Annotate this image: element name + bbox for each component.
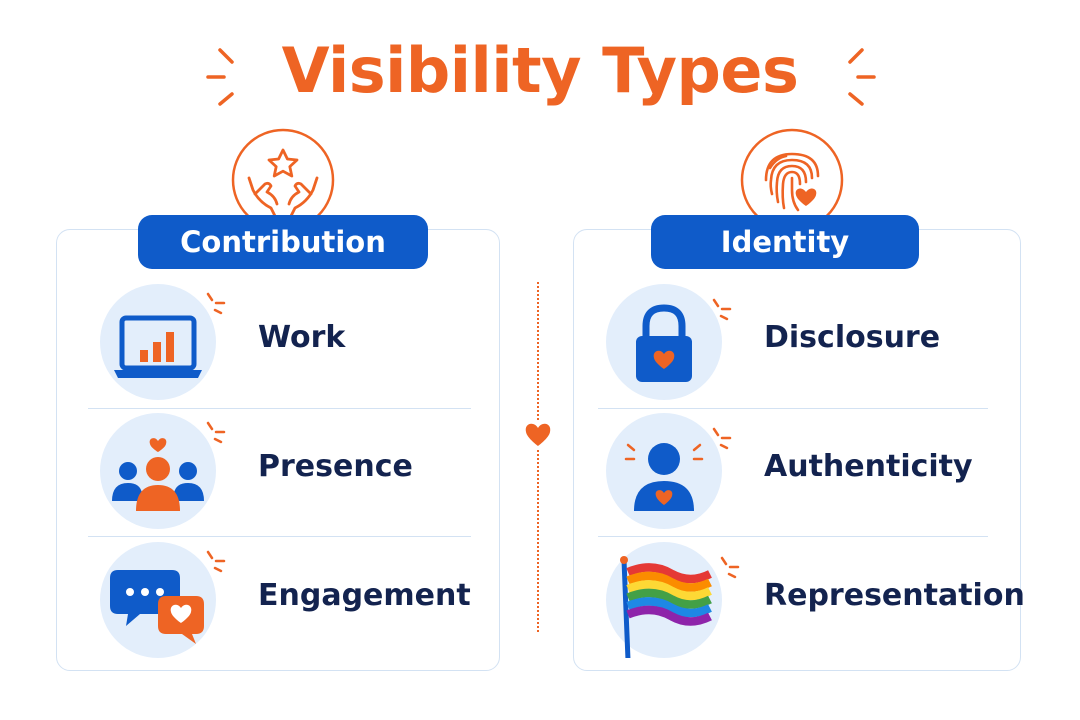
item-label: Representation (764, 578, 1025, 613)
fingerprint-heart-icon (740, 128, 844, 232)
item-label: Work (258, 320, 346, 355)
divider (88, 536, 471, 537)
contribution-header: Contribution (138, 215, 428, 269)
item-label: Disclosure (764, 320, 941, 355)
identity-header: Identity (651, 215, 919, 269)
lock-heart-icon (636, 304, 692, 382)
sparkle-icon (206, 48, 876, 106)
item-label: Engagement (258, 578, 471, 613)
divider (598, 408, 988, 409)
person-heart-icon (624, 443, 704, 511)
sparkle-icon (712, 298, 732, 321)
list-item-work: Work (100, 278, 480, 406)
chat-heart-icon (110, 570, 204, 644)
people-group-icon (112, 438, 204, 511)
sparkle-icon (206, 292, 226, 315)
divider (88, 408, 471, 409)
sparkle-icon (206, 421, 226, 444)
page-title: Visibility Types (281, 34, 799, 107)
laptop-chart-icon (114, 315, 202, 378)
list-item-disclosure: Disclosure (606, 278, 1006, 406)
item-label: Authenticity (764, 449, 973, 484)
center-divider (537, 282, 539, 632)
sparkle-icon (720, 556, 740, 579)
list-item-presence: Presence (100, 407, 480, 535)
list-item-engagement: Engagement (100, 536, 480, 664)
title-area: Visibility Types (0, 22, 1080, 122)
sparkle-icon (712, 427, 732, 450)
sparkle-icon (206, 550, 226, 573)
list-item-authenticity: Authenticity (606, 407, 1006, 535)
item-label: Presence (258, 449, 413, 484)
rainbow-flag-icon (620, 556, 712, 658)
list-item-representation: Representation (606, 536, 1025, 664)
divider (598, 536, 988, 537)
heart-icon (522, 420, 554, 448)
